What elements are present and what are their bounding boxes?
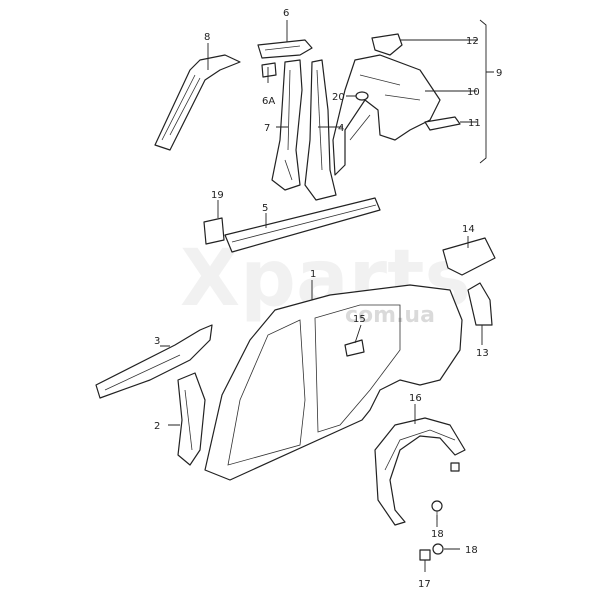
part-11-cover[interactable]	[424, 116, 461, 131]
part-10-quarter-panel-inner[interactable]	[332, 54, 441, 176]
label-18-upper: 18	[431, 529, 444, 540]
part-15-patch[interactable]	[344, 339, 365, 357]
part-14-bracket[interactable]	[442, 237, 496, 276]
label-8: 8	[204, 32, 210, 43]
part-4-b-pillar-outer[interactable]	[304, 59, 337, 201]
label-3: 3	[154, 336, 160, 347]
part-5-sill-reinforcement[interactable]	[224, 197, 381, 253]
label-6a: 6A	[262, 96, 275, 107]
label-16: 16	[409, 393, 422, 404]
part-19-bracket[interactable]	[203, 217, 225, 245]
label-14: 14	[462, 224, 475, 235]
watermark-domain: com.ua	[345, 303, 435, 328]
part-1-side-panel[interactable]	[204, 284, 463, 481]
label-1: 1	[310, 269, 316, 280]
label-20: 20	[332, 92, 345, 103]
label-4: 4	[338, 123, 344, 134]
leader-lines	[160, 19, 494, 572]
part-6a-bracket[interactable]	[261, 62, 277, 78]
part-7-b-pillar-inner[interactable]	[271, 59, 303, 191]
label-15: 15	[353, 314, 366, 325]
fastener-clip[interactable]	[450, 462, 460, 472]
part-17-clip[interactable]	[419, 549, 431, 561]
part-2-hinge-pillar[interactable]	[177, 372, 206, 466]
label-17: 17	[418, 579, 431, 590]
part-8-a-pillar-upper[interactable]	[154, 54, 241, 151]
part-3-a-pillar-lower[interactable]	[95, 324, 213, 399]
label-13: 13	[476, 348, 489, 359]
part-13-panel[interactable]	[467, 282, 493, 326]
label-5: 5	[262, 203, 268, 214]
label-9: 9	[496, 68, 502, 79]
part-20-grommet[interactable]	[355, 91, 369, 101]
label-7: 7	[264, 123, 270, 134]
label-19: 19	[211, 190, 224, 201]
part-6-roof-rail-bracket[interactable]	[257, 39, 313, 59]
label-18-lower: 18	[465, 545, 478, 556]
label-12: 12	[466, 36, 479, 47]
label-6: 6	[283, 8, 289, 19]
callout-labels: 1 2 3 4 5 6 6A 7 8 9 10 11 12 13 14 15 1…	[154, 8, 502, 590]
part-16-wheelhouse-liner[interactable]	[374, 417, 466, 526]
part-18-screw-lower[interactable]	[432, 543, 444, 555]
label-11: 11	[468, 118, 481, 129]
part-12-bracket[interactable]	[371, 33, 403, 56]
label-2: 2	[154, 421, 160, 432]
label-10: 10	[467, 87, 480, 98]
